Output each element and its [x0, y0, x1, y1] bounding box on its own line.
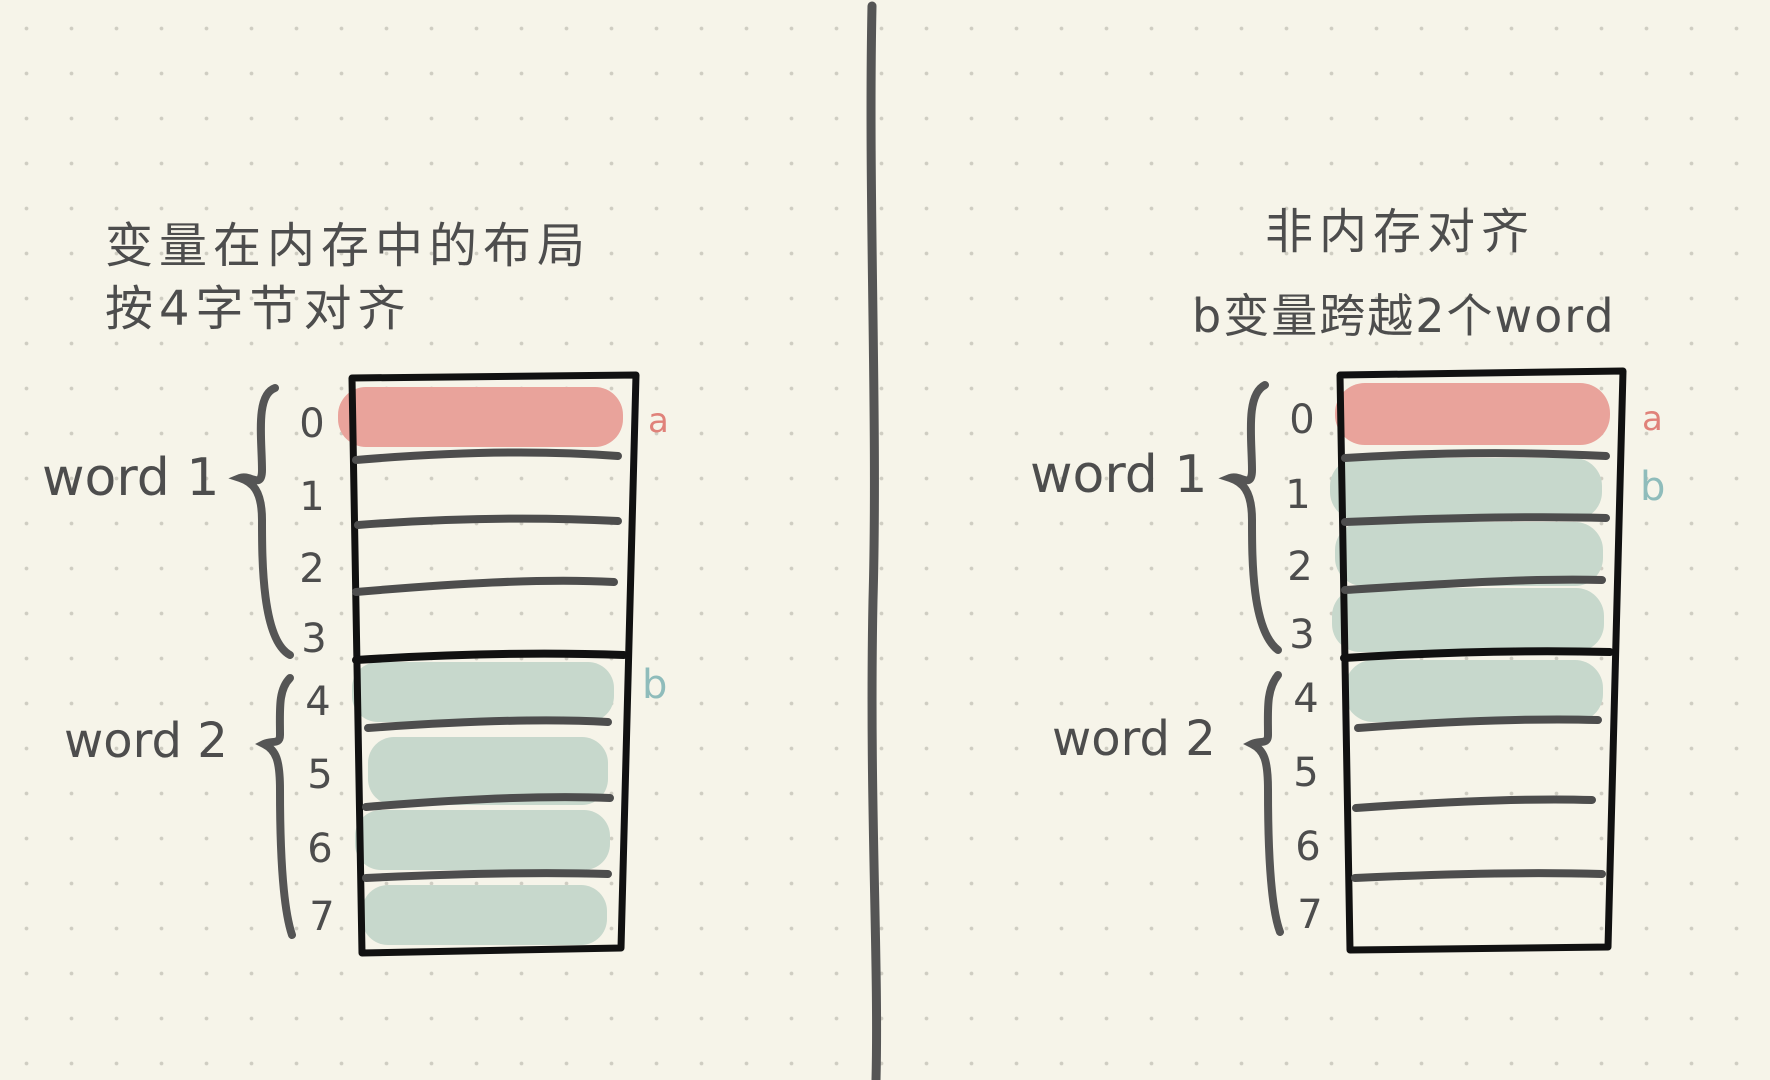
right-var-b-highlight-2 [1335, 522, 1603, 586]
center-divider [866, 1, 882, 1080]
left-row-label-7: 7 [309, 894, 334, 940]
right-row-label-7: 7 [1297, 892, 1322, 938]
left-word1-label: word 1 [42, 448, 219, 508]
left-word2-brace [255, 674, 296, 939]
right-word1-label: word 1 [1030, 445, 1207, 505]
right-row-dividers [1341, 449, 1610, 882]
right-var-b-highlight-1 [1330, 458, 1602, 520]
left-row-labels: 0 1 2 3 4 5 6 7 [299, 401, 334, 940]
right-word1-brace [1218, 381, 1282, 654]
left-word2-label: word 2 [64, 713, 228, 769]
right-word-boundary [1340, 647, 1614, 662]
right-word2-brace [1243, 671, 1284, 936]
left-memory-box [348, 371, 640, 957]
left-var-b-highlight-7 [362, 885, 607, 945]
right-panel: 非内存对齐 b变量跨越2个word word 1 word 2 [1030, 204, 1665, 954]
right-var-a-label: a [1642, 399, 1663, 439]
right-row-label-6: 6 [1295, 824, 1320, 870]
right-row-label-4: 4 [1293, 676, 1318, 722]
right-row-label-2: 2 [1287, 544, 1312, 590]
left-row-label-6: 6 [307, 826, 332, 872]
right-row-label-0: 0 [1289, 397, 1314, 443]
left-row-label-0: 0 [299, 401, 324, 447]
right-var-b-highlight-3 [1332, 588, 1604, 652]
left-var-b-highlight-6 [355, 810, 610, 870]
right-memory-box [1336, 367, 1627, 954]
left-row-label-2: 2 [299, 546, 324, 592]
left-row-dividers [352, 448, 622, 882]
right-var-a-highlight [1335, 383, 1610, 445]
left-var-a-label: a [648, 401, 669, 441]
left-var-a-highlight [338, 387, 623, 447]
right-word2-label: word 2 [1052, 711, 1216, 767]
left-row-label-3: 3 [301, 616, 326, 662]
right-title-line2: b变量跨越2个word [1192, 289, 1616, 343]
left-word-boundary [352, 649, 628, 664]
left-var-b-label: b [642, 662, 667, 708]
left-highlights [338, 387, 623, 945]
right-highlights [1330, 383, 1610, 722]
left-title-line2: 按4字节对齐 [105, 281, 412, 337]
left-row-label-5: 5 [307, 752, 332, 798]
left-var-b-highlight-4 [352, 662, 614, 722]
left-word1-brace [228, 384, 294, 659]
right-row-label-5: 5 [1293, 750, 1318, 796]
left-row-label-4: 4 [305, 679, 330, 725]
right-title-line1: 非内存对齐 [1265, 204, 1535, 260]
right-row-label-1: 1 [1285, 472, 1310, 518]
left-title-line1: 变量在内存中的布局 [105, 218, 591, 274]
right-var-b-label: b [1640, 464, 1665, 510]
right-var-b-highlight-4 [1345, 660, 1603, 722]
right-row-labels: 0 1 2 3 4 5 6 7 [1285, 397, 1322, 938]
left-panel: 变量在内存中的布局 按4字节对齐 word 1 word 2 [42, 218, 669, 957]
right-row-label-3: 3 [1289, 612, 1314, 658]
left-row-label-1: 1 [299, 474, 324, 520]
left-var-b-highlight-5 [368, 737, 608, 805]
